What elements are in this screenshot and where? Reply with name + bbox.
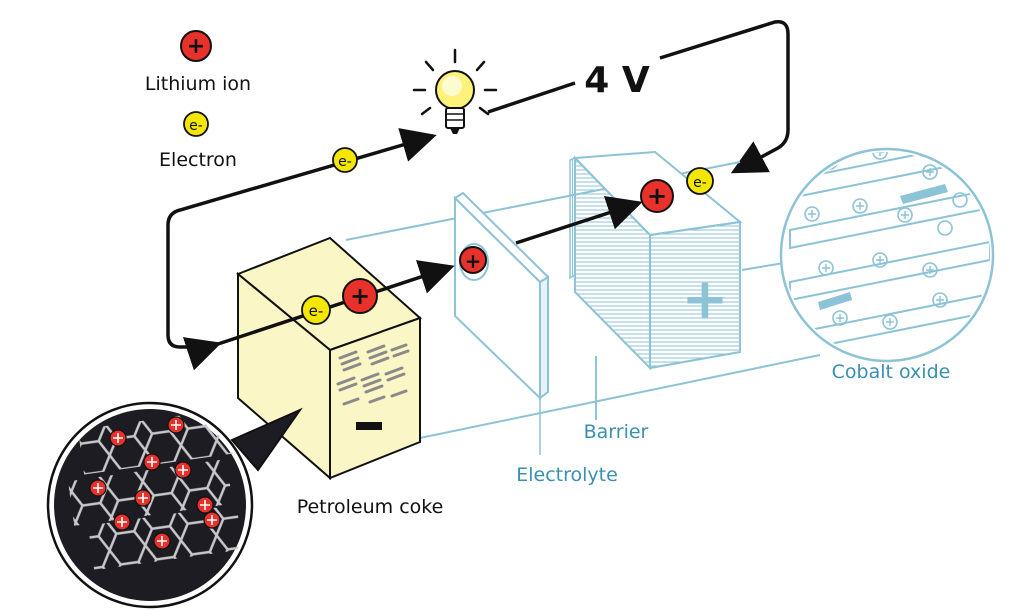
- electrolyte-label: Electrolyte: [516, 464, 618, 486]
- cathode-electron-icon: e-: [686, 167, 714, 195]
- anode-material-label: Petroleum coke: [297, 496, 444, 518]
- svg-text:e-: e-: [189, 118, 203, 134]
- legend: + Lithium ion e- Electron: [145, 30, 251, 171]
- svg-text:+: +: [350, 282, 370, 310]
- svg-text:e-: e-: [338, 154, 352, 170]
- svg-text:+: +: [187, 34, 205, 59]
- cathode-material-label: Cobalt oxide: [832, 361, 951, 383]
- barrier-label: Barrier: [584, 421, 649, 443]
- electrolyte-panel: [453, 191, 550, 455]
- anode-sign: [356, 422, 382, 430]
- anode-ion-icon: +: [342, 278, 378, 314]
- legend-electron-icon: e-: [183, 111, 209, 137]
- cobalt-oxide-zoom: [741, 147, 995, 363]
- cathode-sign: +: [682, 267, 729, 332]
- svg-text:e-: e-: [693, 175, 707, 191]
- legend-ion-icon: +: [180, 30, 212, 62]
- cathode-ion-icon: +: [640, 179, 674, 213]
- legend-electron-label: Electron: [159, 149, 237, 171]
- legend-ion-label: Lithium ion: [145, 73, 251, 95]
- svg-text:e-: e-: [309, 302, 324, 320]
- wire-electron-icon: e-: [332, 147, 358, 173]
- electrolyte-ion-icon: +: [459, 243, 489, 281]
- light-bulb-icon: [412, 48, 498, 134]
- svg-text:+: +: [465, 249, 482, 273]
- svg-text:+: +: [647, 182, 667, 210]
- external-circuit: 4 V: [166, 20, 790, 349]
- voltage-label: 4 V: [584, 60, 650, 101]
- ion-flow: [182, 196, 643, 371]
- anode-electron-icon: e-: [301, 295, 331, 325]
- graphite-zoom: [46, 401, 303, 609]
